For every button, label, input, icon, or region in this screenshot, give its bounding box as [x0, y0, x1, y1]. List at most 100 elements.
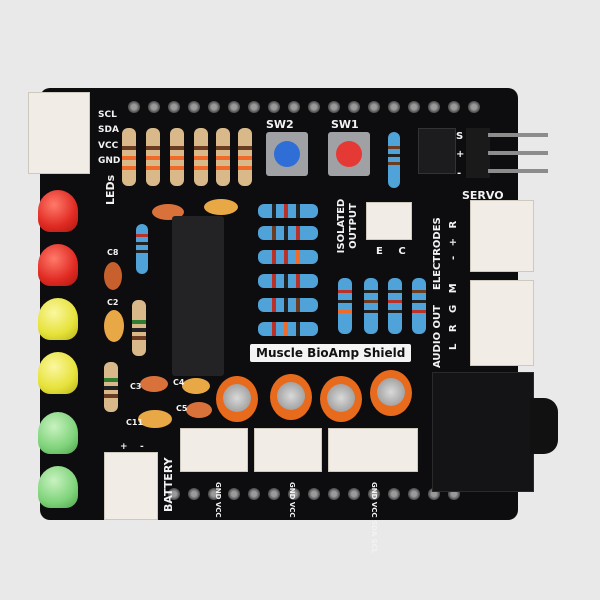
header-pin	[408, 101, 420, 113]
led-yellow-2	[38, 352, 78, 394]
i2c-label-gnd: GND	[98, 156, 121, 166]
audio-out-connector	[470, 280, 534, 366]
servo-pin	[488, 151, 548, 155]
header-pin	[328, 101, 340, 113]
electrodes-connector	[470, 200, 534, 272]
bottom-connector-3	[328, 428, 418, 472]
c11-label: C11	[126, 418, 144, 427]
isolated-output-connector	[366, 202, 412, 240]
header-pin	[188, 101, 200, 113]
servo-pin-s: S	[456, 131, 464, 142]
c3-label: C3	[130, 382, 142, 391]
c5-label: C5	[176, 404, 188, 413]
capacitor-c11	[138, 410, 172, 428]
header-pin	[228, 101, 240, 113]
header-pin	[148, 101, 160, 113]
header-pin	[228, 488, 240, 500]
sw2-label: SW2	[266, 118, 294, 131]
header-pin	[248, 488, 260, 500]
led-red-2	[38, 244, 78, 286]
header-pin	[428, 101, 440, 113]
c4-label: C4	[173, 378, 185, 387]
electrolytic-capacitor	[370, 370, 412, 416]
servo-pin	[488, 133, 548, 137]
resistor	[338, 278, 352, 334]
resistor	[132, 300, 146, 356]
resistor	[258, 250, 318, 264]
electrodes-label: ELECTRODES	[432, 217, 443, 290]
sw1-button-cap	[336, 141, 362, 167]
capacitor	[204, 199, 238, 215]
led-red-1	[38, 190, 78, 232]
audio-out-label: AUDIO OUT	[432, 305, 443, 368]
bottom-conn3-label: GND VCC SDA SCL	[370, 482, 378, 554]
resistor	[194, 128, 208, 186]
resistor	[170, 128, 184, 186]
servo-pin-plus: +	[456, 149, 465, 160]
bottom-connector-2	[254, 428, 322, 472]
header-pin	[388, 488, 400, 500]
bottom-conn1-label: GND VCC	[214, 482, 222, 518]
header-pin	[268, 101, 280, 113]
electrode-pins-label: - + R	[448, 217, 459, 260]
resistor	[258, 322, 318, 336]
resistor	[412, 278, 426, 334]
led-yellow-1	[38, 298, 78, 340]
resistor	[146, 128, 160, 186]
resistor	[258, 226, 318, 240]
c2-label: C2	[107, 298, 119, 307]
capacitor-c5	[186, 402, 212, 418]
resistor	[364, 278, 378, 334]
header-pin	[448, 101, 460, 113]
header-pin	[388, 101, 400, 113]
header-pin	[408, 488, 420, 500]
resistor	[258, 204, 318, 218]
servo-label: SERVO	[462, 189, 504, 202]
battery-label: BATTERY	[162, 457, 175, 512]
servo-header	[466, 128, 490, 178]
capacitor-c3	[140, 376, 168, 392]
header-pin	[188, 488, 200, 500]
header-pin	[308, 488, 320, 500]
electrolytic-capacitor	[270, 374, 312, 420]
capacitor-c2	[104, 310, 124, 342]
resistor	[122, 128, 136, 186]
resistor	[216, 128, 230, 186]
leds-label: LEDs	[104, 174, 117, 205]
resistor	[258, 298, 318, 312]
bottom-conn2-label: GND VCC	[288, 482, 296, 518]
header-pin	[168, 101, 180, 113]
servo-pin	[488, 169, 548, 173]
i2c-label-sda: SDA	[98, 125, 119, 135]
resistor	[258, 274, 318, 288]
i2c-label-scl: SCL	[98, 110, 117, 120]
isolated-output-label: ISOLATED OUTPUT	[336, 198, 359, 254]
isolated-output-pins: E C	[376, 246, 412, 257]
audio-jack-barrel	[530, 398, 558, 454]
bottom-connector-1	[180, 428, 248, 472]
resistor	[238, 128, 252, 186]
i2c-jst-connector	[28, 92, 90, 174]
header-pin	[248, 101, 260, 113]
header-pin	[368, 101, 380, 113]
resistor	[388, 278, 402, 334]
electrolytic-capacitor	[216, 376, 258, 422]
capacitor-c4	[182, 378, 210, 394]
header-pin	[208, 101, 220, 113]
sw2-button[interactable]	[266, 132, 308, 176]
audio-pins-label: L R G M	[448, 279, 459, 350]
optocoupler-chip	[418, 128, 456, 174]
header-pin	[308, 101, 320, 113]
header-pin	[468, 101, 480, 113]
sw1-label: SW1	[331, 118, 359, 131]
sw1-button[interactable]	[328, 132, 370, 176]
resistor	[104, 362, 118, 412]
led-green-2	[38, 466, 78, 508]
audio-jack	[432, 372, 534, 492]
header-pin	[328, 488, 340, 500]
dip-ic-chip	[172, 216, 224, 376]
resistor	[388, 132, 400, 188]
header-pin	[168, 488, 180, 500]
led-green-1	[38, 412, 78, 454]
i2c-label-vcc: VCC	[98, 141, 119, 151]
